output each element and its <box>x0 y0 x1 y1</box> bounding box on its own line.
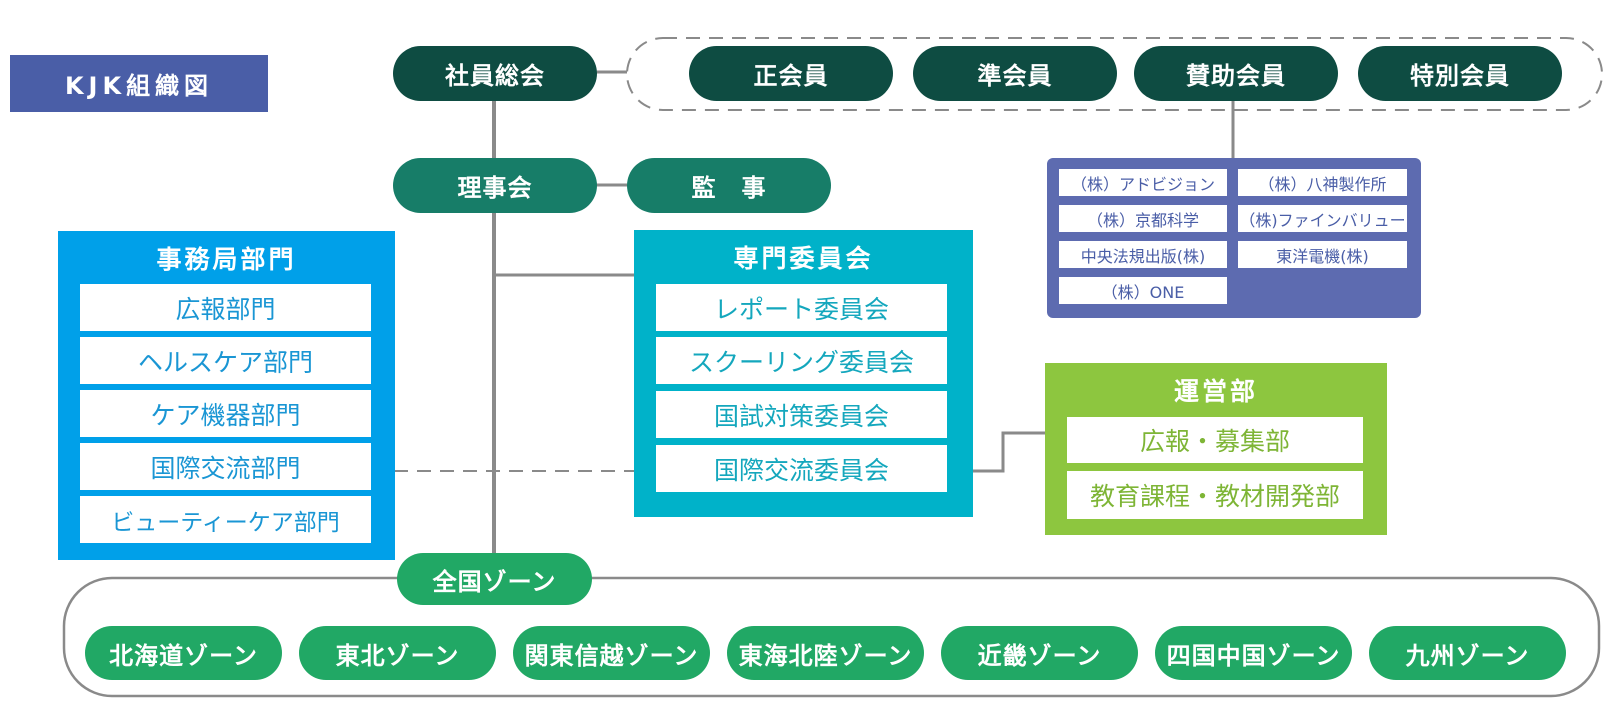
auditor-node: 監 事 <box>627 158 831 213</box>
member-type-supporting: 賛助会員 <box>1134 46 1338 101</box>
zone-node: 関東信越ゾーン <box>513 626 710 680</box>
zone-group-outline <box>62 576 1601 698</box>
zone-node: 東海北陸ゾーン <box>727 626 924 680</box>
zone-node: 近畿ゾーン <box>941 626 1138 680</box>
sponsor-item: 東洋電機(株) <box>1237 240 1408 269</box>
committee-item: 国際交流委員会 <box>656 445 947 492</box>
zone-node: 北海道ゾーン <box>85 626 282 680</box>
committee-panel: 専門委員会 レポート委員会 スクーリング委員会 国試対策委員会 国際交流委員会 <box>634 230 973 517</box>
office-item: 広報部門 <box>80 284 371 331</box>
office-item: ヘルスケア部門 <box>80 337 371 384</box>
chart-title: KJK組織図 <box>10 55 268 112</box>
sponsor-item: （株）八神製作所 <box>1237 168 1408 197</box>
office-item: ケア機器部門 <box>80 390 371 437</box>
zone-node: 四国中国ゾーン <box>1155 626 1352 680</box>
operations-item: 広報・募集部 <box>1067 417 1363 463</box>
office-item: ビューティーケア部門 <box>80 496 371 543</box>
sponsor-item: （株）ONE <box>1058 276 1228 305</box>
office-panel-title: 事務局部門 <box>156 245 297 274</box>
member-type-regular: 正会員 <box>689 46 893 101</box>
committee-operations-connector <box>948 431 1045 473</box>
sponsor-panel: （株）アドビジョン （株）八神製作所 （株）京都科学 （株)ファインバリュー 中… <box>1047 158 1421 318</box>
sponsor-item: （株）アドビジョン <box>1058 168 1228 197</box>
committee-item: スクーリング委員会 <box>656 337 947 384</box>
office-panel: 事務局部門 広報部門 ヘルスケア部門 ケア機器部門 国際交流部門 ビューティーケ… <box>58 231 395 560</box>
sponsor-item: （株）京都科学 <box>1058 204 1228 233</box>
office-item: 国際交流部門 <box>80 443 371 490</box>
committee-item: レポート委員会 <box>656 284 947 331</box>
sponsor-item: 中央法規出版(株) <box>1058 240 1228 269</box>
zone-node: 九州ゾーン <box>1369 626 1566 680</box>
zone-national-node: 全国ゾーン <box>397 553 592 605</box>
general-assembly-node: 社員総会 <box>393 46 597 101</box>
member-type-associate: 準会員 <box>913 46 1117 101</box>
member-type-special: 特別会員 <box>1358 46 1562 101</box>
operations-panel: 運営部 広報・募集部 教育課程・教材開発部 <box>1045 363 1387 535</box>
operations-panel-title: 運営部 <box>1173 377 1258 406</box>
board-node: 理事会 <box>393 158 597 213</box>
operations-item: 教育課程・教材開発部 <box>1067 471 1363 519</box>
zone-node: 東北ゾーン <box>299 626 496 680</box>
committee-item: 国試対策委員会 <box>656 391 947 438</box>
committee-panel-title: 専門委員会 <box>733 244 874 273</box>
sponsor-item: （株)ファインバリュー <box>1237 204 1408 233</box>
